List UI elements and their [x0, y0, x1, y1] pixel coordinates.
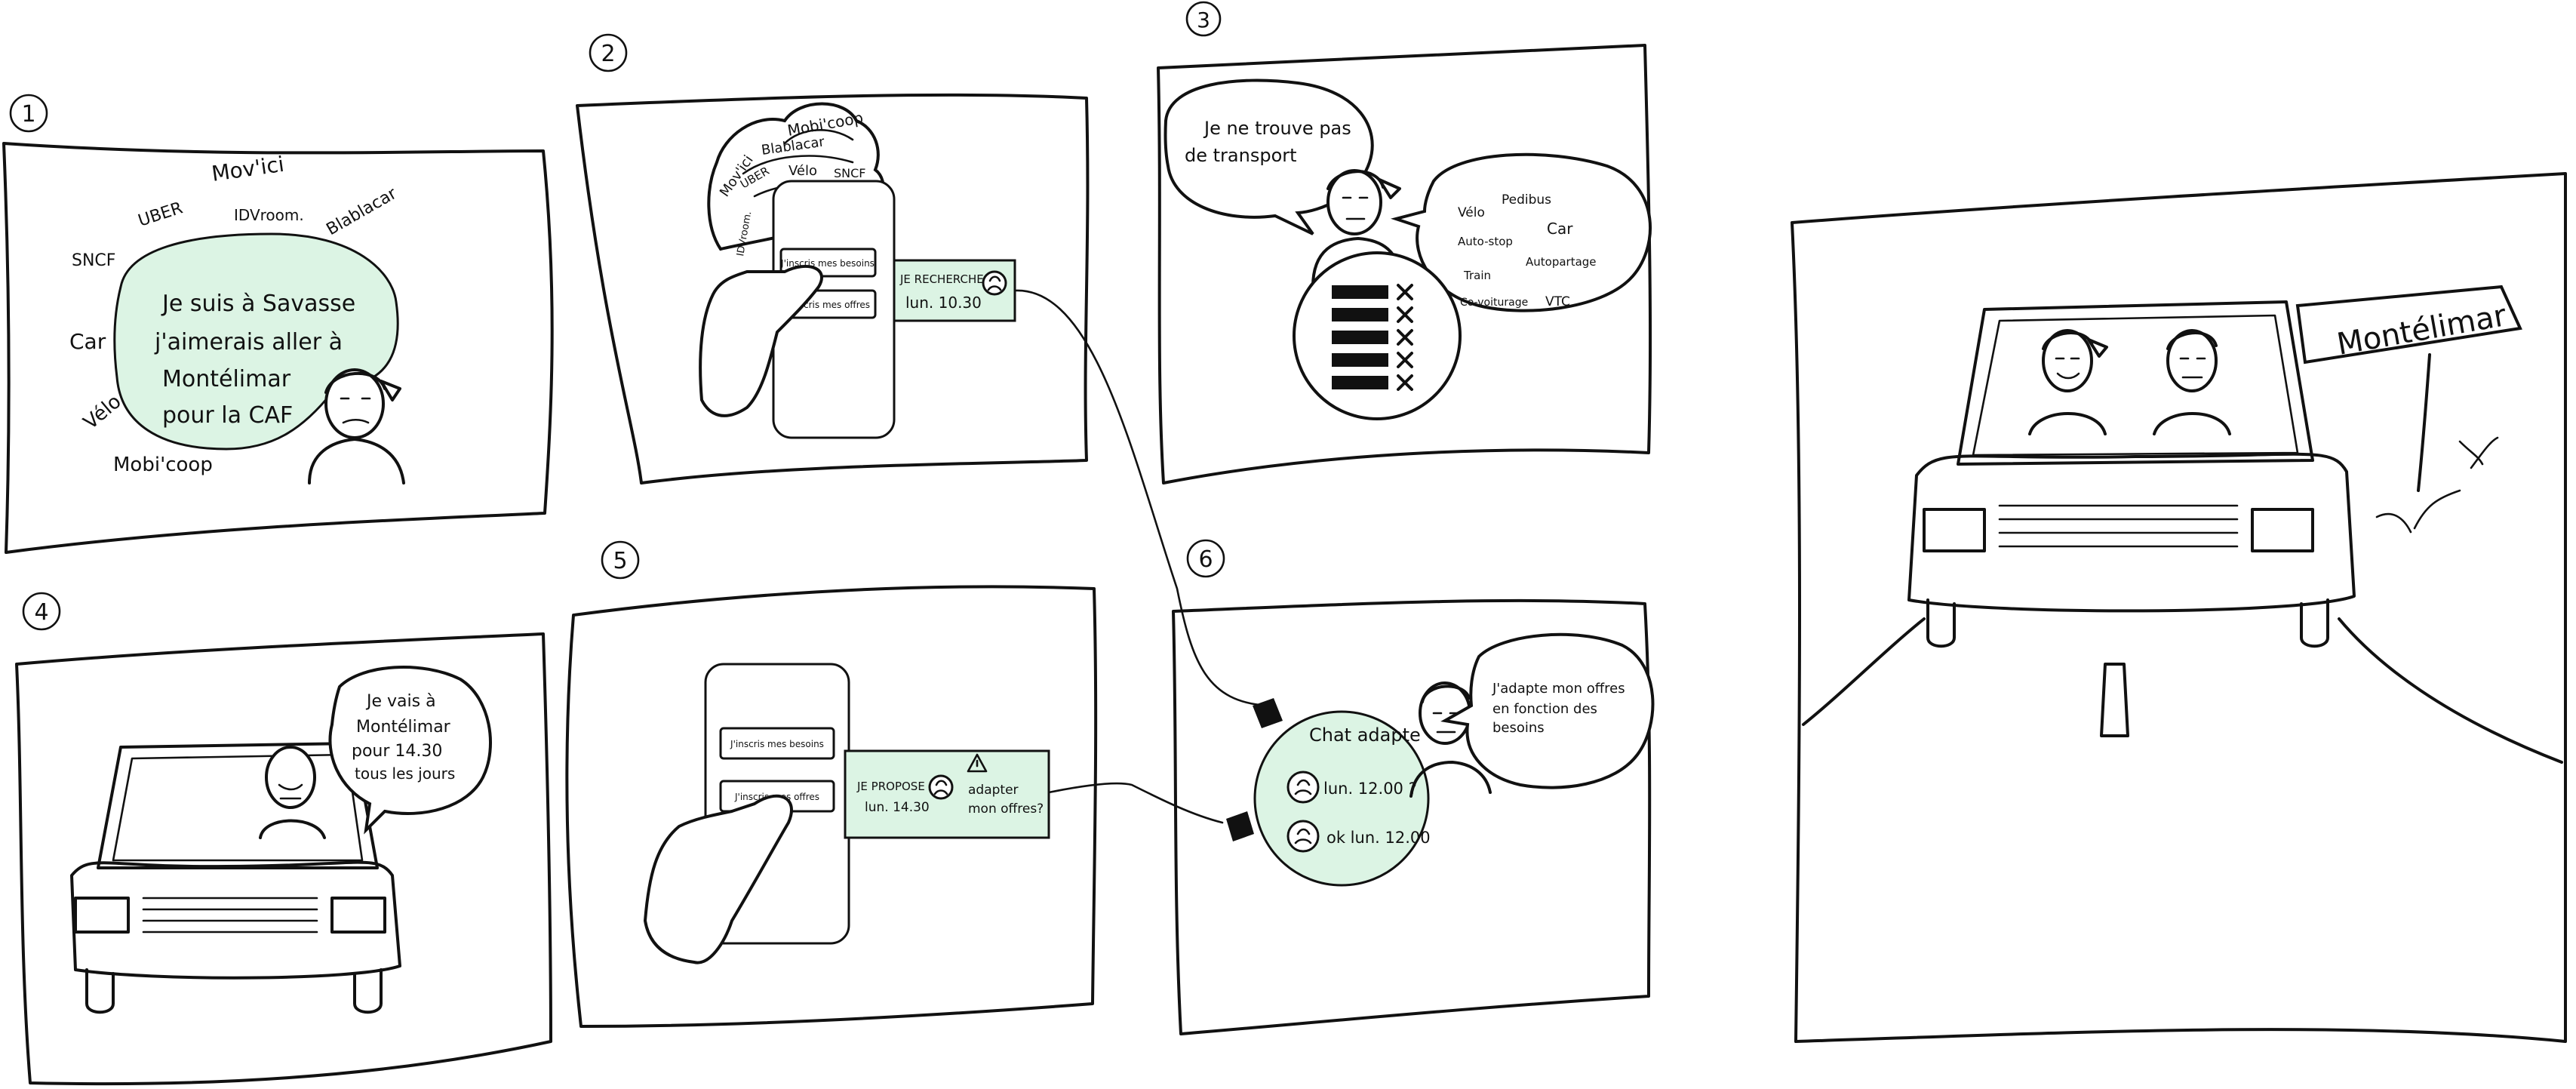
thought-bubble	[1390, 152, 1652, 312]
chat-window[interactable]: Chat adapte lun. 12.00 ? ok lun. 12.00	[1253, 710, 1431, 887]
panel-number-circle	[601, 540, 640, 580]
panel-number: 2	[601, 41, 615, 67]
panel-frame	[565, 585, 1098, 1028]
transport-option: Car	[1547, 220, 1573, 238]
car-front-illustration	[70, 742, 401, 1014]
speech-bubble	[1440, 632, 1655, 789]
speech-line: pour la CAF	[162, 402, 293, 429]
needs-button-label: J'inscris mes besoins	[730, 739, 824, 749]
transport-option: Pedibus	[1502, 192, 1551, 208]
avatar-icon	[982, 270, 1007, 296]
search-card-time: lun. 10.30	[905, 294, 982, 312]
speech-line: besoins	[1492, 720, 1545, 736]
panel-frame	[15, 632, 552, 1086]
connector-line	[1047, 782, 1224, 824]
offer-prompt-line: mon offres?	[968, 801, 1044, 817]
speech-line: Montélimar	[162, 366, 291, 392]
transport-option: Co-voiturage	[1460, 297, 1528, 309]
panel-3: 3 Je ne trouve pas de transport Vélo Ped…	[1157, 1, 1652, 485]
speech-line: en fonction des	[1492, 701, 1597, 717]
transport-option: Train	[1463, 269, 1491, 282]
panel-number-circle	[22, 592, 61, 631]
transport-word: IDVroom.	[234, 206, 304, 224]
app-name: Vélo	[788, 163, 817, 179]
connector-plug-icon	[1253, 698, 1283, 728]
panel-final: Montélimar	[1791, 172, 2567, 1043]
hand-illustration	[643, 794, 793, 964]
crossed-out-list	[1293, 251, 1462, 420]
speech-line: J'adapte mon offres	[1492, 681, 1625, 697]
warning-icon	[967, 753, 988, 773]
connector-line	[1013, 289, 1269, 707]
transport-word: Blablacar	[324, 184, 401, 240]
speech-line: pour 14.30	[352, 742, 442, 761]
transport-option: Autopartage	[1526, 255, 1597, 269]
road-marking	[2100, 663, 2129, 737]
panel-number: 4	[34, 599, 48, 626]
transport-option: Vélo	[1458, 205, 1485, 220]
speech-line: Je vais à	[365, 692, 436, 711]
woman-character	[1311, 169, 1405, 288]
panel-6: 6 Chat adapte lun. 12.00 ? ok lun. 12.00…	[1172, 539, 1655, 1035]
transport-word: UBER	[136, 198, 185, 230]
road-edges	[1802, 617, 2563, 764]
panel-number: 6	[1198, 546, 1213, 573]
speech-line: j'aimerais aller à	[154, 329, 343, 355]
transport-option: Auto-stop	[1458, 235, 1513, 248]
speech-line: Montélimar	[356, 718, 451, 737]
offer-card-time: lun. 14.30	[865, 800, 930, 815]
panel-number-circle	[589, 33, 628, 72]
panel-number: 5	[613, 548, 627, 574]
transport-option: VTC	[1545, 294, 1570, 309]
panel-number: 3	[1197, 8, 1210, 32]
speech-line: de transport	[1185, 145, 1297, 166]
transport-word: Mov'ici	[210, 152, 285, 186]
avatar-icon	[1286, 820, 1320, 853]
speech-line: tous les jours	[355, 764, 455, 783]
panel-frame	[1791, 172, 2567, 1043]
panel-number-circle	[9, 94, 48, 133]
panel-frame	[2, 142, 554, 554]
chat-message: ok lun. 12.00	[1326, 829, 1431, 847]
speech-line: Je suis à Savasse	[161, 291, 355, 317]
transport-word: Vélo	[79, 390, 125, 434]
search-card-title: JE RECHERCHE	[899, 272, 984, 286]
panel-1: 1 Mov'ici UBER IDVroom. Blablacar SNCF C…	[2, 94, 554, 554]
avatar-icon	[928, 774, 954, 800]
road-sign: Montélimar	[2295, 285, 2522, 492]
speech-line: Je ne trouve pas	[1203, 118, 1351, 139]
panel-number-circle	[1185, 1, 1222, 37]
offer-prompt-line: adapter	[968, 783, 1019, 798]
avatar-icon	[1286, 771, 1320, 804]
offer-card-title: JE PROPOSE	[856, 780, 925, 793]
panel-frame	[1157, 44, 1652, 485]
panel-5: 5 J'inscris mes besoins J'inscris mes of…	[565, 540, 1098, 1028]
transport-word: SNCF	[72, 251, 115, 270]
panel-number: 1	[21, 101, 35, 128]
transport-word: Mobi'coop	[113, 454, 213, 476]
connector-plug-icon	[1226, 811, 1254, 841]
panel-frame	[576, 93, 1090, 485]
hand-illustration	[699, 264, 823, 417]
grass-tufts	[2375, 436, 2499, 534]
panel-2: 2 Mobi'coop Mov'ici Blablacar UBER Vélo …	[576, 33, 1090, 485]
woman-character	[308, 368, 405, 485]
panel-number-circle	[1186, 539, 1225, 578]
app-name: SNCF	[834, 166, 866, 180]
chat-message: lun. 12.00 ?	[1323, 780, 1417, 798]
panel-4: 4 Je vais à Montélimar pour 14.30 tous l…	[15, 592, 552, 1086]
needs-button[interactable]	[719, 727, 835, 760]
transport-word: Car	[69, 329, 106, 354]
speech-bubble	[328, 665, 492, 835]
chat-title: Chat adapte	[1309, 724, 1421, 746]
car-front-illustration	[1907, 300, 2356, 648]
panel-frame	[1172, 598, 1652, 1035]
